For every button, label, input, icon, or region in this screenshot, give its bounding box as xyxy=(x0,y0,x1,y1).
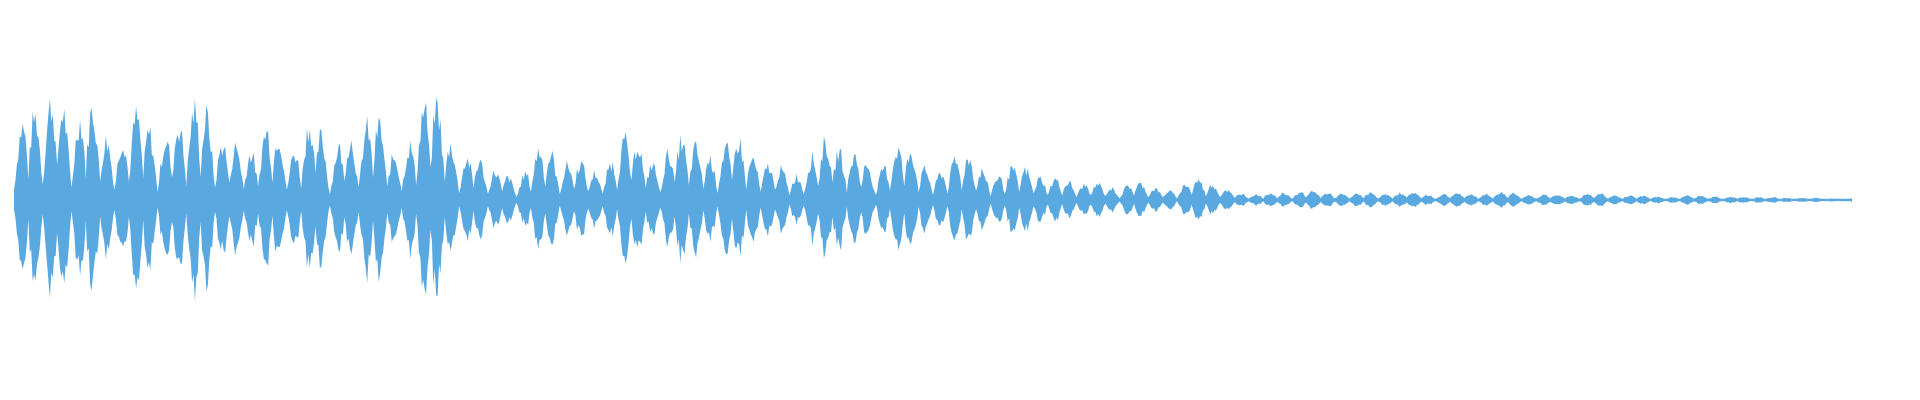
audio-waveform xyxy=(14,97,1852,302)
waveform-panel xyxy=(14,97,1852,302)
